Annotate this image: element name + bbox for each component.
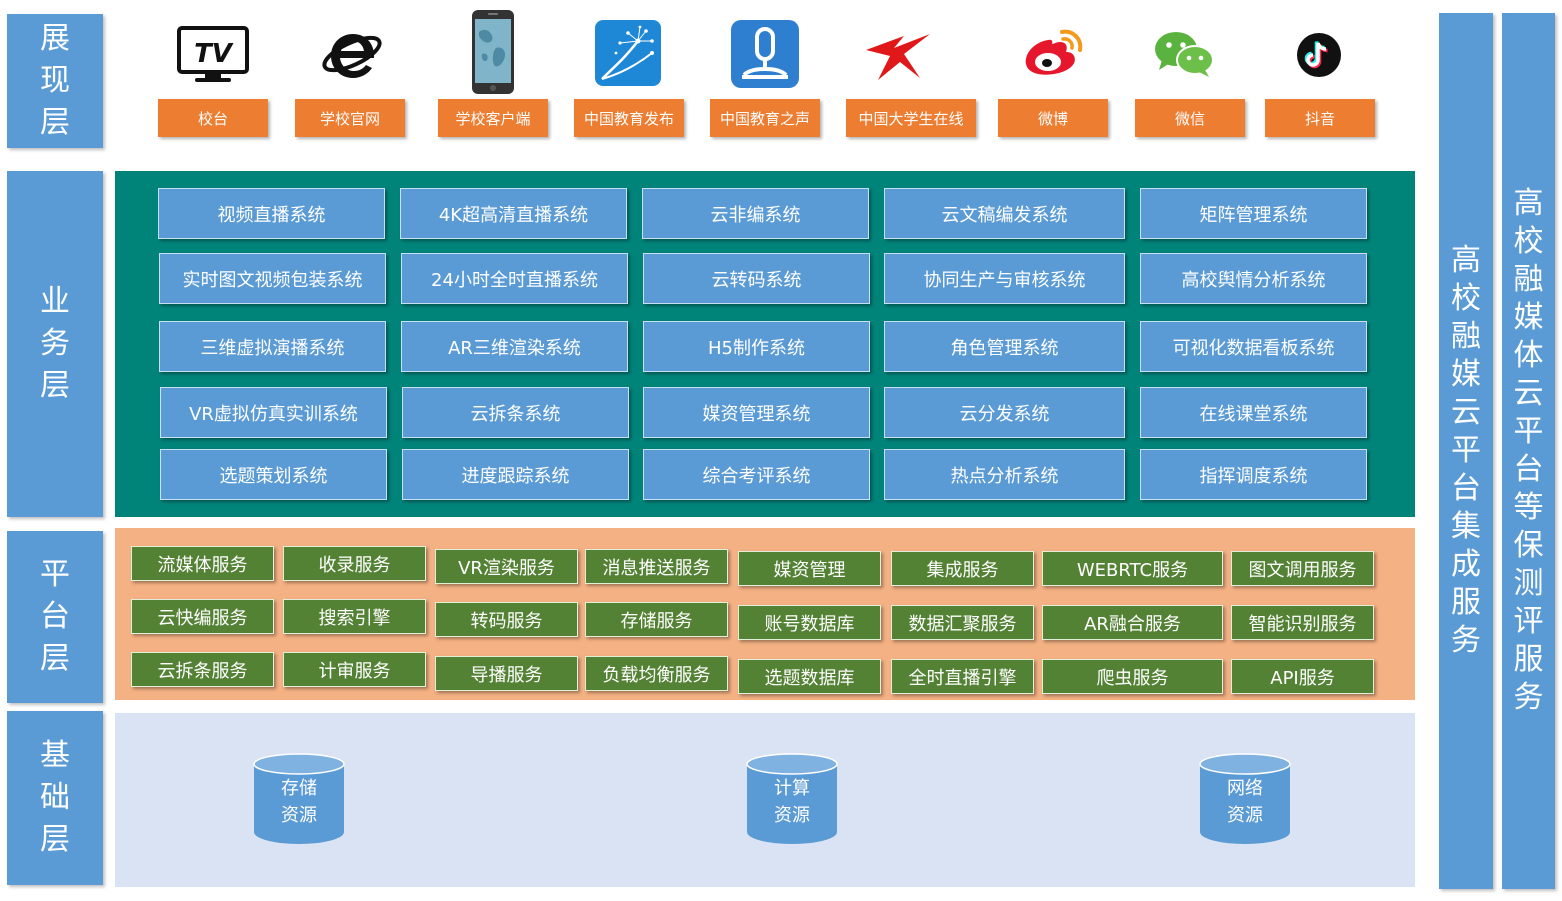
business-system-box: 24小时全时直播系统	[401, 253, 628, 304]
platform-service-box: 智能识别服务	[1231, 605, 1374, 640]
evaluation-service-bar: 高 校 融 媒 体 云 平 台 等 保 测 评 服 务	[1502, 13, 1555, 889]
business-system-box: 三维虚拟演播系统	[159, 321, 386, 372]
platform-service-box: 云拆条服务	[131, 652, 274, 687]
channel-label-china-edu-release: 中国教育发布	[574, 99, 684, 137]
business-system-box: 协同生产与审核系统	[884, 253, 1125, 304]
layer-label-business: 业 务 层	[7, 171, 103, 517]
svg-text:TV: TV	[194, 39, 234, 69]
dandelion-app-icon	[594, 19, 662, 87]
channel-label-weibo: 微博	[998, 99, 1108, 137]
douyin-icon	[1296, 32, 1342, 78]
microphone-app-icon	[730, 19, 800, 89]
business-system-box: H5制作系统	[643, 321, 870, 372]
business-system-box: 角色管理系统	[884, 321, 1125, 372]
channel-label-china-university-online: 中国大学生在线	[846, 99, 976, 137]
platform-service-box: 全时直播引擎	[891, 659, 1034, 694]
integration-service-bar: 高 校 融 媒 云 平 台 集 成 服 务	[1439, 13, 1493, 889]
channel-label-wechat: 微信	[1135, 99, 1245, 137]
business-system-box: 媒资管理系统	[643, 387, 870, 438]
channel-label-douyin: 抖音	[1265, 99, 1375, 137]
channel-label-school-website: 学校官网	[295, 99, 405, 137]
business-system-box: AR三维渲染系统	[401, 321, 628, 372]
business-system-box: 综合考评系统	[643, 449, 870, 500]
platform-service-box: 消息推送服务	[585, 549, 728, 584]
tv-icon: TV	[175, 24, 251, 84]
layer-label-platform: 平 台 层	[7, 531, 103, 703]
platform-service-box: API服务	[1231, 659, 1374, 694]
platform-service-box: 选题数据库	[738, 659, 881, 694]
platform-service-box: 计审服务	[283, 652, 426, 687]
ie-browser-icon	[320, 26, 384, 82]
business-system-box: 云转码系统	[643, 253, 870, 304]
platform-service-box: 存储服务	[585, 602, 728, 637]
platform-service-box: 流媒体服务	[131, 546, 274, 581]
platform-service-box: 转码服务	[435, 602, 578, 637]
red-logo-icon	[864, 28, 934, 82]
business-system-box: 热点分析系统	[884, 449, 1125, 500]
channel-label-school-app: 学校客户端	[438, 99, 548, 137]
platform-service-box: 图文调用服务	[1231, 551, 1374, 586]
layer-label-foundation: 基 础 层	[7, 711, 103, 885]
business-system-box: 云非编系统	[642, 188, 869, 239]
compute-resource-cylinder: 计算 资源	[745, 752, 839, 846]
channel-label-china-edu-voice: 中国教育之声	[710, 99, 820, 137]
layer-label-display: 展 现 层	[7, 14, 103, 148]
business-system-box: 实时图文视频包装系统	[159, 253, 386, 304]
business-system-box: 可视化数据看板系统	[1140, 321, 1367, 372]
business-system-box: 云拆条系统	[402, 387, 629, 438]
wechat-icon	[1152, 30, 1216, 78]
channel-label-campus-tv: 校台	[158, 99, 268, 137]
platform-service-box: 媒资管理	[738, 551, 881, 586]
platform-service-box: VR渲染服务	[435, 549, 578, 584]
platform-service-box: 账号数据库	[738, 605, 881, 640]
business-system-box: 选题策划系统	[160, 449, 387, 500]
business-system-box: VR虚拟仿真实训系统	[160, 387, 387, 438]
business-system-box: 进度跟踪系统	[402, 449, 629, 500]
business-system-box: 4K超高清直播系统	[400, 188, 627, 239]
platform-service-box: 爬虫服务	[1042, 659, 1223, 694]
storage-resource-cylinder: 存储 资源	[252, 752, 346, 846]
network-resource-cylinder: 网络 资源	[1198, 752, 1292, 846]
business-system-box: 在线课堂系统	[1140, 387, 1367, 438]
business-system-box: 高校舆情分析系统	[1140, 253, 1367, 304]
platform-service-box: 负载均衡服务	[585, 656, 728, 691]
business-system-box: 指挥调度系统	[1140, 449, 1367, 500]
business-system-box: 矩阵管理系统	[1140, 188, 1367, 239]
business-system-box: 云分发系统	[884, 387, 1125, 438]
platform-service-box: 导播服务	[435, 656, 578, 691]
platform-service-box: 收录服务	[283, 546, 426, 581]
platform-service-box: 集成服务	[891, 551, 1034, 586]
weibo-icon	[1022, 26, 1086, 78]
platform-service-box: WEBRTC服务	[1042, 551, 1223, 586]
business-system-box: 云文稿编发系统	[884, 188, 1125, 239]
platform-service-box: AR融合服务	[1042, 605, 1223, 640]
business-system-box: 视频直播系统	[158, 188, 385, 239]
platform-service-box: 搜索引擎	[283, 599, 426, 634]
platform-service-box: 数据汇聚服务	[891, 605, 1034, 640]
smartphone-icon	[470, 8, 516, 96]
platform-service-box: 云快编服务	[131, 599, 274, 634]
